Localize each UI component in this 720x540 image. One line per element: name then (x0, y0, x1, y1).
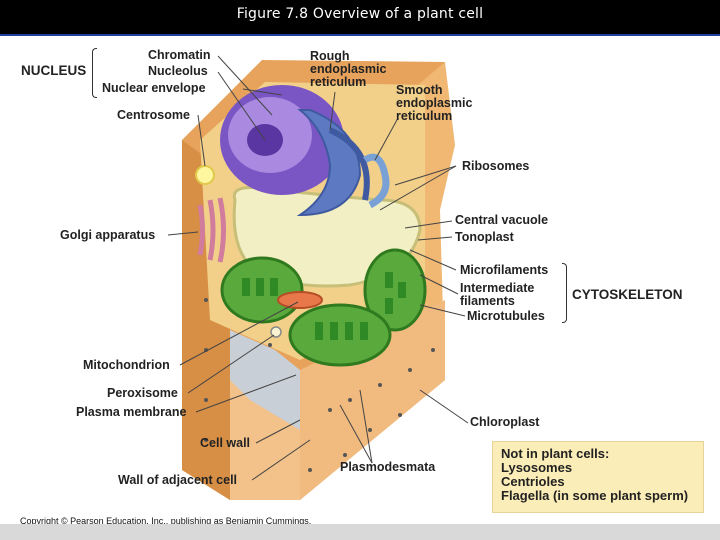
note-item-centrioles: Centrioles (501, 474, 565, 489)
label-mitochondrion: Mitochondrion (83, 358, 170, 372)
label-smooth-er-2: endoplasmic (396, 96, 473, 110)
chloroplast-right (363, 248, 427, 332)
label-microtubules: Microtubules (467, 309, 545, 323)
label-cell-wall: Cell wall (200, 436, 251, 450)
copyright-text: Copyright © Pearson Education, Inc., pub… (20, 516, 312, 526)
label-nucleolus: Nucleolus (148, 64, 208, 78)
label-golgi: Golgi apparatus (60, 228, 156, 242)
label-microfilaments: Microfilaments (460, 263, 549, 277)
label-peroxisome: Peroxisome (107, 386, 178, 400)
label-wall-adjacent: Wall of adjacent cell (118, 473, 238, 487)
note-item-flagella: Flagella (in some plant sperm) (501, 488, 689, 503)
slide-title: Figure 7.8 Overview of a plant cell (236, 6, 484, 22)
label-tonoplast: Tonoplast (455, 230, 514, 244)
label-plasmodesmata: Plasmodesmata (340, 460, 436, 474)
cytoskeleton-bracket (562, 263, 567, 323)
label-central-vacuole: Central vacuole (455, 213, 549, 227)
label-smooth-er-1: Smooth (396, 83, 443, 97)
label-chloroplast: Chloroplast (470, 415, 540, 429)
nucleus-bracket (92, 48, 97, 98)
label-rough-er-1: Rough (310, 49, 350, 63)
note-heading: Not in plant cells: (501, 446, 610, 461)
centrosome (195, 165, 215, 185)
leader-lines (167, 55, 469, 481)
label-chromatin: Chromatin (148, 48, 211, 62)
label-plasma-membrane: Plasma membrane (76, 405, 187, 419)
smooth-er (363, 153, 390, 209)
plasma-membrane-block (230, 330, 300, 430)
wall-pits (204, 298, 435, 472)
golgi-apparatus (197, 197, 226, 263)
label-rough-er-3: reticulum (310, 75, 367, 89)
chloroplast-bottom (288, 303, 392, 367)
label-smooth-er-3: reticulum (396, 109, 453, 123)
label-intermediate-1: Intermediate (460, 281, 535, 295)
label-nucleus: NUCLEUS (21, 63, 87, 78)
label-nuclear-envelope: Nuclear envelope (102, 81, 206, 95)
label-cytoskeleton: CYTOSKELETON (572, 287, 683, 302)
wall-adjacent-panel (300, 300, 445, 500)
label-centrosome: Centrosome (117, 108, 190, 122)
title-bar (0, 0, 720, 34)
footer-bar (0, 524, 720, 540)
title-underline (0, 34, 720, 36)
mitochondrion (277, 291, 323, 309)
label-rough-er-2: endoplasmic (310, 62, 387, 76)
thylakoid-stacks (242, 272, 406, 340)
note-item-lysosomes: Lysosomes (501, 460, 573, 475)
not-in-plant-cells-box: Not in plant cells: Lysosomes Centrioles… (492, 441, 704, 513)
label-ribosomes: Ribosomes (462, 159, 530, 173)
peroxisome (270, 326, 282, 338)
label-intermediate-2: filaments (460, 294, 515, 308)
